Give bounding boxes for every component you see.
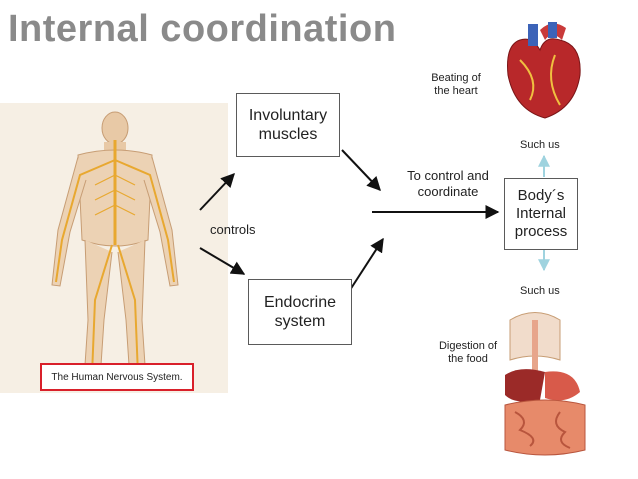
heart-illustration	[507, 22, 581, 119]
arrow-to-endocrine	[199, 247, 246, 275]
digestive-system-illustration	[504, 312, 586, 456]
endocrine-system-box: Endocrine system	[248, 279, 352, 345]
to-control-label: To control and coordinate	[407, 168, 489, 199]
arrow-endocrine-to-center	[349, 237, 384, 291]
such-us-bottom-label: Such us	[520, 285, 560, 297]
page-title: Internal coordination	[8, 8, 397, 50]
body-internal-process-label: Body´s Internal process	[514, 187, 568, 240]
such-us-top-label: Such us	[520, 139, 560, 151]
involuntary-muscles-box: Involuntary muscles	[236, 93, 340, 157]
controls-label: controls	[210, 222, 256, 237]
beating-heart-label: Beating of the heart	[431, 72, 481, 97]
digestion-label: Digestion of the food	[438, 340, 498, 365]
arrow-to-involuntary	[199, 172, 235, 211]
involuntary-muscles-label: Involuntary muscles	[248, 107, 328, 143]
arrow-involuntary-to-center	[341, 149, 381, 192]
endocrine-system-label: Endocrine system	[263, 294, 337, 330]
nervous-system-caption: The Human Nervous System.	[40, 363, 194, 391]
body-internal-process-box: Body´s Internal process	[504, 178, 578, 250]
human-body-figure	[51, 111, 179, 381]
